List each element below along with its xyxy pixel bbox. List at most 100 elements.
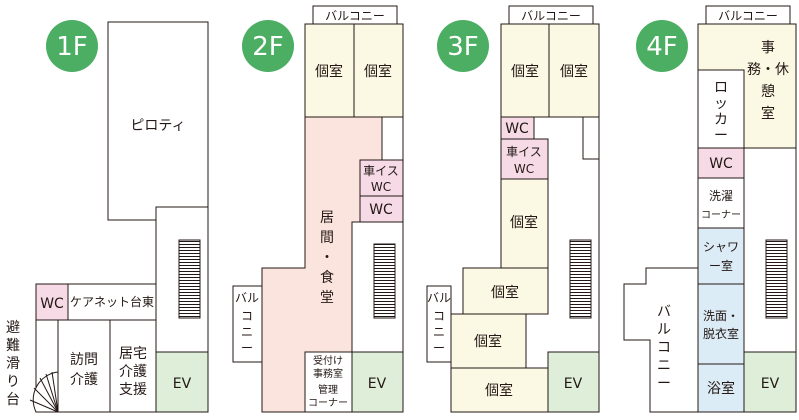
living-label-4: 食 [320,269,334,286]
ev-label-4f: EV [761,376,780,392]
reception-label-4: コーナー [308,397,348,409]
home-support-label-2: 介護 [119,364,147,380]
office-label-3: 憩 [761,83,775,100]
stairs-icon [765,239,788,319]
locker-label-2: ッ [714,96,728,112]
escape-slide-label-4: り [6,374,20,390]
balcony-side-label-4f-1: バ [657,304,671,320]
floor-3f: 3F バルコニー 個室 個室 WC 車イス WC 個室 個室 バル コ ニ ー … [426,5,600,413]
piloti-area [107,21,209,221]
private-room-label-3f-5: 個室 [474,333,502,350]
wc-label-3f: WC [505,121,529,137]
locker-label-3: カ [714,112,728,128]
balcony-side-label-4f-2: ル [657,322,671,338]
balcony-side-4f [623,267,699,413]
balcony-side-label-4f-5: ー [657,376,671,392]
ev-label-2f: EV [368,376,387,392]
shower-label-2: ー室 [709,258,733,273]
balcony-side-label-2f-3: ニ [241,325,253,339]
floor-1f: 1F ピロティ WC ケアネット台東 訪問 介護 居宅 介護 支援 EV [6,20,209,413]
balcony-side-2f [232,285,263,363]
home-support-label-3: 支援 [119,382,147,398]
private-room-3f-6 [450,367,549,413]
changing-label-2: 脱衣室 [703,326,739,341]
visit-care-label-1: 訪問 [70,352,98,368]
wc-room-2f [359,195,404,223]
balcony-side-label-2f-1: バル [235,291,259,305]
shower-label-1: シャワ [703,240,739,254]
wc-label-2f: WC [369,202,393,218]
wheelchair-wc-label-2f-1: 車イス [363,164,399,178]
balcony-side-label-3f-1: バル [427,291,451,305]
elevator-3f [547,351,600,413]
balcony-side-3f [426,285,452,363]
ev-label-1f: EV [173,376,192,392]
private-room-label-3f-3: 個室 [510,214,538,231]
private-room-3f-5 [450,313,527,369]
wheelchair-wc-label-3f-2: WC [514,162,534,176]
balcony-side-label-4f-3: コ [657,340,671,356]
locker-room [697,69,745,149]
escape-slide-icon [29,371,59,413]
reception-label-2: 事務室 [313,367,343,380]
floor-badge-4f: 4F [636,20,688,72]
stairs-icon [178,239,201,319]
private-room-label-2f-1: 個室 [315,63,343,80]
private-room-label-3f-4: 個室 [491,284,519,301]
escape-slide-label-2: 難 [6,338,20,354]
escape-slide-label-1: 避 [6,320,20,336]
care-net-office [67,283,157,321]
balcony-top-label-2f: バルコニー [325,9,385,23]
private-room-2f-1 [304,23,355,118]
closet-3f [582,116,600,160]
balcony-side-label-2f-4: ー [241,341,253,355]
home-support-label-1: 居宅 [119,346,147,362]
elevator-1f [155,351,209,413]
visit-care-room [57,319,111,413]
private-room-label-3f-2: 個室 [560,63,588,80]
living-label-2: 間 [320,230,334,246]
ev-label-3f: EV [564,376,583,392]
private-room-label-3f-1: 個室 [511,63,539,80]
svg-text:3F: 3F [447,32,479,62]
living-label-5: 堂 [320,290,334,306]
balcony-top-label-3f: バルコニー [521,9,581,23]
wheelchair-wc-3f [500,138,549,180]
visit-care-label-2: 介護 [70,372,98,388]
reception-office [304,351,353,413]
wheelchair-wc-2f [359,159,404,197]
svg-text:4F: 4F [646,32,678,62]
floor-badge-2f: 2F [242,20,294,72]
shower-room [697,227,745,285]
balcony-side-label-2f-2: コ [241,309,253,323]
locker-label-1: ロ [714,80,728,96]
office-label-4: 室 [761,105,775,122]
laundry-label-1: 洗濯 [709,189,733,203]
office-label-2: 務・休 [747,62,789,78]
changing-room [697,283,745,365]
balcony-side-label-3f-3: ニ [433,325,445,339]
laundry-label-2: コーナー [701,209,741,221]
private-room-label-3f-6: 個室 [485,382,513,399]
balcony-side-label-3f-4: ー [433,341,445,355]
reception-label-1: 受付け [313,354,343,367]
private-room-3f-4 [462,267,549,315]
piloti-label: ピロティ [130,118,185,134]
bath-label: 浴室 [707,380,735,397]
wc-label-4f: WC [709,156,733,172]
elevator-2f [351,351,404,413]
escape-slide-label-5: 台 [6,392,20,408]
balcony-side-label-3f-2: コ [433,309,445,323]
balcony-top-label-4f: バルコニー [718,9,778,23]
escape-slide-label-3: 滑 [6,355,20,372]
elevator-4f [743,351,797,413]
home-support-room [109,319,157,413]
locker-label-4: ー [714,128,728,144]
wc-label-1f: WC [40,296,64,312]
floor-2f: 2F バルコニー 個室 個室 居 間 ・ 食 堂 バル コ ニ ー 車イス WC… [232,5,404,413]
reception-label-3: 管理 [318,383,338,396]
svg-text:1F: 1F [56,32,88,62]
floor-4f: 4F バルコニー 事 務・休 憩 室 ロ ッ カ ー WC 洗濯 コーナー シャ… [623,5,797,413]
stairs-icon [373,243,396,319]
